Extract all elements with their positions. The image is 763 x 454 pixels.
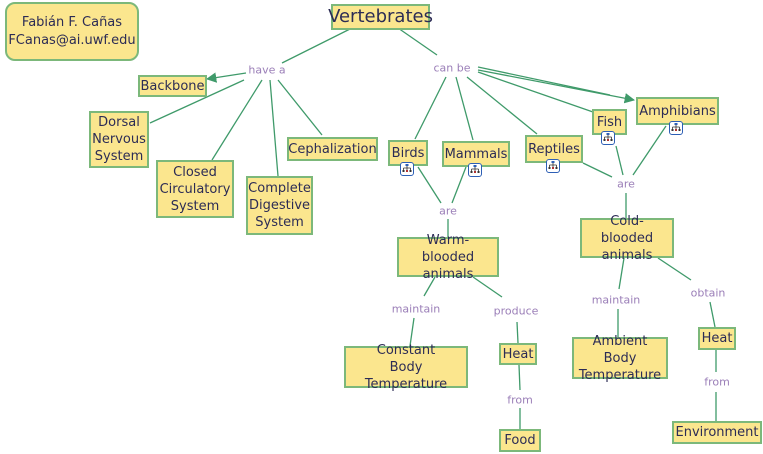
- submap-icon-birds[interactable]: [400, 162, 414, 176]
- concept-birds[interactable]: Birds: [388, 140, 428, 166]
- submap-icon-fish[interactable]: [601, 131, 615, 145]
- link-phrase-can-be: can be: [431, 61, 473, 75]
- concept-label: Food: [504, 433, 536, 448]
- concept-food[interactable]: Food: [499, 429, 541, 452]
- link-canbe-fish: [477, 71, 594, 113]
- concept-label: Ambient Body Temperature: [578, 333, 662, 383]
- concept-heat-warm[interactable]: Heat: [499, 343, 537, 365]
- concept-label: Constant Body Temperature: [364, 342, 448, 392]
- link-mammals-are: [451, 166, 467, 204]
- link-obtain-heat: [709, 301, 716, 328]
- concept-complete-digestive-system[interactable]: Complete Digestive System: [246, 176, 313, 235]
- author-name: Fabián F. Cañas: [21, 14, 123, 30]
- concept-label: Amphibians: [639, 103, 716, 119]
- concept-environment[interactable]: Environment: [672, 421, 762, 444]
- concept-label: Environment: [675, 425, 759, 440]
- author-email: FCanas@ai.uwf.edu: [8, 32, 136, 48]
- concept-heat-cold[interactable]: Heat: [698, 327, 736, 350]
- link-phrase-have-a: have a: [246, 63, 288, 77]
- concept-ambient-body-temperature[interactable]: Ambient Body Temperature: [572, 334, 668, 383]
- submap-icon-reptiles[interactable]: [546, 159, 560, 173]
- link-havea-complete: [269, 79, 279, 177]
- concept-label: Complete Digestive System: [248, 181, 311, 230]
- link-birds-are: [417, 166, 442, 204]
- link-cold-maintain: [618, 257, 625, 290]
- link-produce-heat: [516, 321, 519, 344]
- concept-label: Vertebrates: [328, 6, 433, 27]
- concept-dorsal-nervous-system[interactable]: Dorsal Nervous System: [89, 111, 149, 168]
- link-havea-backbone: [205, 72, 247, 83]
- link-havea-closed: [211, 79, 263, 161]
- submap-icon-amphibians[interactable]: [669, 121, 683, 135]
- link-canbe-reptiles: [466, 76, 538, 135]
- concept-label: Mammals: [444, 146, 508, 162]
- submap-icon-mammals[interactable]: [468, 163, 482, 177]
- link-canbe-amphibians-2: [477, 66, 611, 96]
- link-vertebrates-havea: [281, 27, 353, 64]
- concept-label: Heat: [502, 346, 534, 362]
- link-cold-obtain: [657, 257, 692, 281]
- concept-closed-circulatory-system[interactable]: Closed Circulatory System: [156, 160, 234, 218]
- concept-constant-body-temperature[interactable]: Constant Body Temperature: [344, 343, 468, 392]
- concept-label: Dorsal Nervous System: [92, 115, 146, 164]
- concept-mammals[interactable]: Mammals: [442, 141, 510, 167]
- link-phrase-from-env: from: [702, 375, 732, 389]
- link-warm-produce: [472, 276, 503, 298]
- link-havea-cephalization: [277, 79, 323, 136]
- link-phrase-obtain: obtain: [688, 286, 728, 300]
- concept-label: Closed Circulatory System: [159, 164, 231, 214]
- concept-label: Warm-blooded animals: [421, 232, 475, 282]
- concept-cephalization[interactable]: Cephalization: [287, 137, 378, 161]
- link-canbe-birds: [414, 76, 447, 140]
- concept-warm-blooded-animals[interactable]: Warm-blooded animals: [397, 233, 499, 282]
- link-phrase-are-cold: are: [615, 177, 637, 191]
- concept-label: Heat: [701, 331, 733, 346]
- link-canbe-amphibians: [477, 69, 636, 104]
- link-fish-are: [615, 145, 624, 176]
- concept-backbone[interactable]: Backbone: [138, 75, 207, 97]
- link-canbe-mammals: [455, 76, 474, 141]
- concept-label: Fish: [596, 114, 623, 130]
- concept-label: Reptiles: [528, 141, 580, 157]
- concept-label: Cephalization: [288, 141, 377, 157]
- link-warm-maintain: [423, 276, 436, 297]
- author-info: Fabián F. Cañas FCanas@ai.uwf.edu: [5, 2, 139, 61]
- link-heat-from: [518, 364, 521, 391]
- link-vertebrates-canbe: [397, 27, 438, 56]
- concept-label: Backbone: [140, 78, 205, 94]
- concept-label: Birds: [391, 145, 425, 161]
- concept-reptiles[interactable]: Reptiles: [525, 135, 583, 163]
- concept-vertebrates[interactable]: Vertebrates: [328, 4, 433, 30]
- link-maintain-constant: [409, 317, 415, 347]
- link-phrase-maintain-warm: maintain: [389, 302, 443, 316]
- link-phrase-maintain-cold: maintain: [589, 293, 643, 307]
- concept-label: Cold-blooded animals: [600, 213, 654, 263]
- link-reptiles-are: [582, 162, 613, 178]
- concept-cold-blooded-animals[interactable]: Cold-blooded animals: [580, 214, 674, 263]
- link-phrase-produce: produce: [491, 304, 541, 318]
- link-havea-dorsal: [149, 79, 245, 124]
- link-phrase-from-food: from: [505, 393, 535, 407]
- link-amphibians-are: [632, 125, 667, 176]
- link-phrase-are-warm: are: [437, 204, 459, 218]
